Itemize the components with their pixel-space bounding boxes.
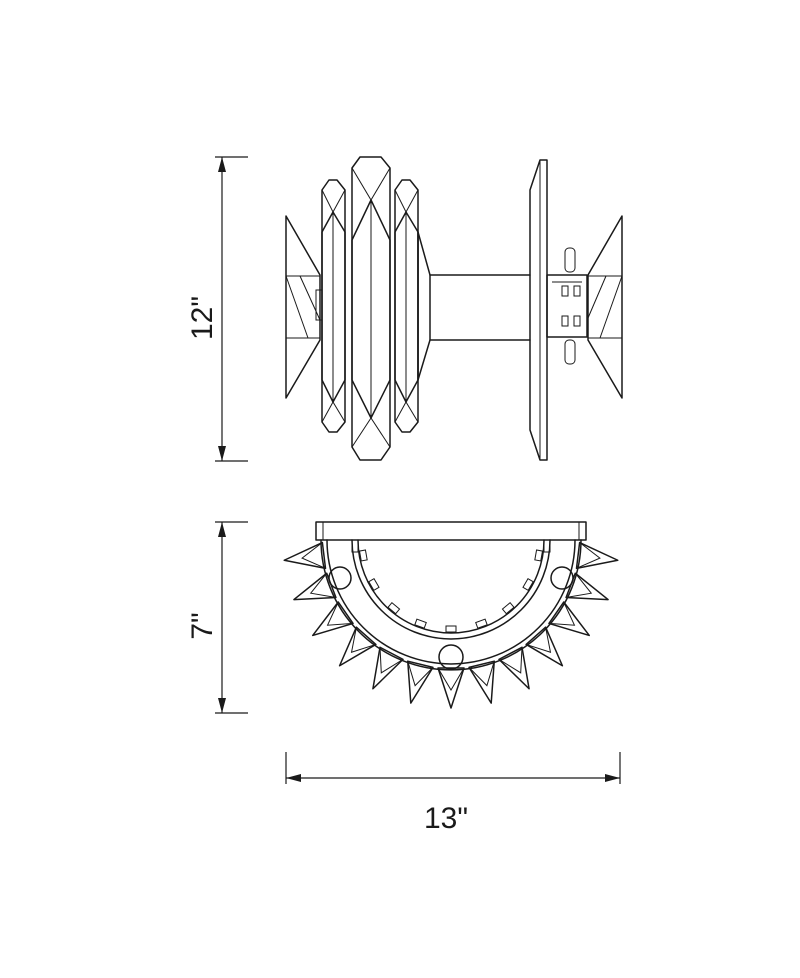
inner-clip [358, 549, 368, 562]
crystal-spike [548, 601, 591, 637]
side-view [285, 156, 623, 461]
width-label: 13" [424, 802, 468, 835]
crystal-spike-facet [498, 647, 523, 674]
top-outer-ring [320, 539, 582, 671]
inner-clip [522, 577, 534, 592]
top-inner-ring [351, 539, 551, 640]
side-left-cone [285, 215, 323, 399]
inner-clip [445, 625, 457, 633]
crystal-spike-facet [437, 667, 465, 691]
crystal-spike [575, 541, 619, 570]
inner-clip [387, 601, 401, 615]
crystal-spike [525, 626, 564, 667]
crystal-spike [406, 660, 434, 704]
inner-clip [534, 549, 544, 562]
inner-clip [475, 618, 488, 629]
crystal-spike [311, 601, 354, 637]
crystal-spike-facet [525, 627, 552, 654]
depth-label: 7" [186, 612, 219, 639]
side-crystal-column-3 [394, 179, 431, 433]
top-view [283, 521, 619, 709]
height-label: 12" [186, 296, 219, 340]
crystal-spike-facet [468, 661, 495, 687]
side-candle-bulbs [564, 247, 576, 365]
crystal-spike [565, 572, 609, 601]
crystal-spike-facet [379, 647, 404, 674]
crystal-spike-facet [548, 601, 576, 626]
width-dimension: 13" [285, 752, 621, 835]
crystal-spike [293, 572, 337, 601]
crystal-spike [498, 646, 530, 690]
crystal-spike-facet [350, 627, 377, 654]
height-dimension: 12" [186, 156, 248, 462]
side-backplate [529, 159, 548, 461]
crystal-spike [283, 541, 327, 570]
top-bulb-center [438, 644, 464, 670]
side-arm-tube [429, 274, 531, 341]
crystal-spike [372, 646, 404, 690]
crystal-spike-facet [309, 572, 337, 599]
crystal-spike-facet [565, 572, 593, 599]
inner-clip [501, 601, 515, 615]
side-right-cone [587, 215, 623, 399]
depth-dimension: 7" [186, 521, 248, 714]
crystal-spike-facet [576, 542, 601, 569]
crystal-spike-facet [326, 601, 354, 626]
side-mounting-bracket [546, 274, 588, 338]
top-inner-clips [358, 549, 544, 633]
crystal-spike [338, 626, 377, 667]
crystal-spike [468, 660, 496, 704]
crystal-spike-facet [407, 661, 434, 687]
inner-clip [368, 577, 380, 592]
inner-clip [414, 618, 427, 629]
side-crystal-column-2 [351, 156, 391, 461]
top-wall-plate [315, 521, 587, 541]
crystal-spike-facet [301, 542, 326, 569]
crystal-spike [437, 667, 465, 709]
top-crystal-spikes [283, 541, 619, 709]
side-crystal-column-1 [321, 179, 346, 433]
